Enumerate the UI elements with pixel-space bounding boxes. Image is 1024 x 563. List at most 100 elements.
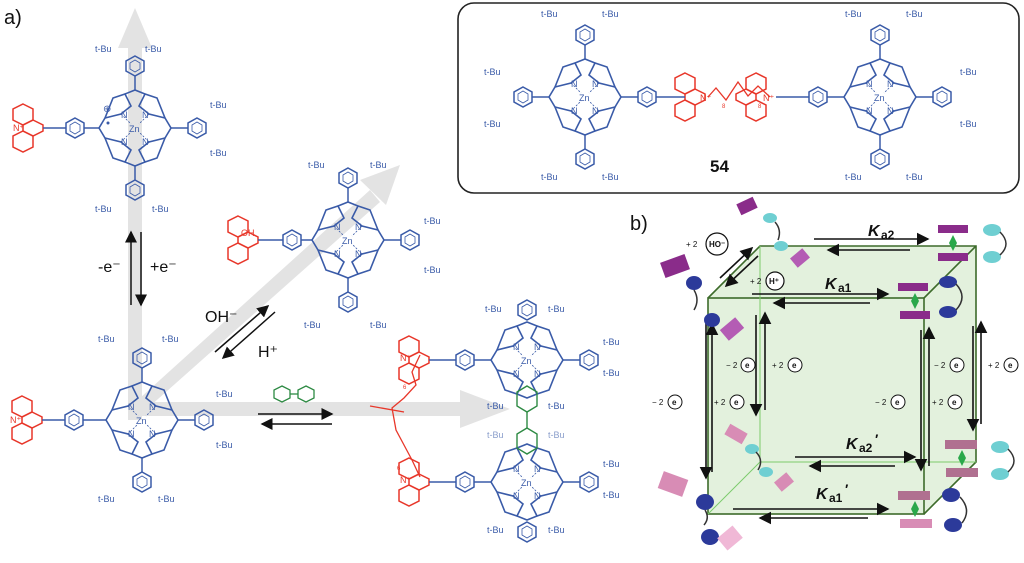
svg-text:a2: a2 [859, 441, 873, 455]
tbu-label: t-Bu [487, 430, 504, 440]
tbu-label: t-Bu [210, 148, 227, 158]
svg-text:e: e [672, 398, 677, 407]
svg-text:a1: a1 [829, 491, 843, 505]
tbu-label: t-Bu [548, 401, 565, 411]
tbu-label: t-Bu [845, 172, 862, 182]
svg-text:′: ′ [845, 481, 849, 497]
svg-text:a2: a2 [881, 228, 895, 242]
svg-text:e: e [792, 361, 797, 370]
molecule-radical-cation: ⊕ [12, 55, 207, 201]
chain-index: 6 [397, 466, 401, 472]
hydroxide-reagent: + 2 HO⁻ [686, 232, 729, 256]
svg-text:+ 2: + 2 [714, 398, 726, 407]
tbu-label: t-Bu [845, 9, 862, 19]
chain-index: 6 [403, 385, 407, 391]
chain-index: 8 [758, 104, 762, 110]
ka2-label: K a2 [868, 223, 895, 242]
tbu-label: t-Bu [95, 204, 112, 214]
plus-electron-label: +e⁻ [150, 259, 177, 276]
assembly-bottom-right-upper [945, 440, 1015, 480]
molecule-dimer-complex [369, 299, 599, 543]
tbu-label: t-Bu [95, 44, 112, 54]
tbu-label: t-Bu [158, 494, 175, 504]
cube-arrows [699, 232, 988, 525]
assembly-bottom-middle [724, 423, 794, 492]
tbu-label: t-Bu [152, 204, 169, 214]
svg-text:a1: a1 [838, 281, 852, 295]
compound-number: 54 [710, 157, 729, 176]
tbu-label: t-Bu [602, 9, 619, 19]
svg-text:e: e [734, 398, 739, 407]
svg-text:+ 2: + 2 [772, 361, 784, 370]
guide-arrows [118, 8, 510, 428]
svg-text:K: K [825, 276, 838, 293]
tbu-label: t-Bu [548, 525, 565, 535]
tbu-label: t-Bu [484, 67, 501, 77]
assembly-top-middle [736, 196, 810, 268]
svg-text:K: K [846, 436, 859, 453]
tbu-label: t-Bu [210, 100, 227, 110]
ka1-prime-label: K a1 ′ [816, 481, 849, 505]
assembly-bottom-left [657, 471, 743, 551]
tbu-label: t-Bu [603, 337, 620, 347]
electron-reagents: − 2 e + 2 e − 2 e + 2 e − 2 e + 2 e − 2 … [652, 357, 1019, 410]
hydroxyl-label: OH [241, 228, 255, 238]
tbu-label: t-Bu [485, 304, 502, 314]
tbu-label: t-Bu [548, 430, 565, 440]
compound-inset-box [457, 2, 1020, 194]
acridinium-n-label: N⁺ [400, 475, 411, 485]
svg-text:e: e [954, 361, 959, 370]
proton-arrow [221, 311, 276, 359]
tbu-label: t-Bu [603, 490, 620, 500]
chain-index: 8 [722, 104, 726, 110]
svg-text:H⁺: H⁺ [769, 277, 779, 286]
tbu-label: t-Bu [487, 401, 504, 411]
svg-text:+ 2: + 2 [686, 240, 698, 249]
compound-54-structure [513, 24, 952, 170]
tbu-label: t-Bu [145, 44, 162, 54]
tbu-label: t-Bu [98, 494, 115, 504]
tbu-label: t-Bu [484, 119, 501, 129]
bipyridine-reagent [273, 385, 315, 403]
tbu-label: t-Bu [960, 67, 977, 77]
tbu-label: t-Bu [424, 265, 441, 275]
tbu-label: t-Bu [162, 334, 179, 344]
tbu-label: t-Bu [541, 172, 558, 182]
svg-text:′: ′ [875, 431, 879, 447]
assembly-top-left [660, 254, 745, 341]
svg-text:e: e [952, 398, 957, 407]
assembly-top-right-upper [938, 224, 1007, 263]
tbu-label: t-Bu [308, 160, 325, 170]
svg-text:+ 2: + 2 [988, 361, 1000, 370]
svg-text:e: e [895, 398, 900, 407]
svg-text:HO⁻: HO⁻ [709, 240, 725, 249]
acridinium-n-label: N⁺ [400, 353, 411, 363]
tbu-label: t-Bu [603, 368, 620, 378]
svg-text:e: e [1008, 361, 1013, 370]
svg-text:K: K [816, 486, 829, 503]
tbu-label: t-Bu [487, 525, 504, 535]
panel-a-label: a) [4, 7, 22, 29]
tbu-label: t-Bu [370, 160, 387, 170]
molecule-hydroxy-adduct [227, 167, 420, 313]
tbu-label: t-Bu [548, 304, 565, 314]
svg-text:− 2: − 2 [726, 361, 738, 370]
tbu-label: t-Bu [216, 389, 233, 399]
svg-text:⊕: ⊕ [103, 104, 111, 115]
ka1-label: K a1 [825, 276, 852, 295]
svg-text:e: e [745, 361, 750, 370]
proton-reagent: + 2 H⁺ [750, 271, 785, 291]
svg-text:− 2: − 2 [875, 398, 887, 407]
hydroxide-arrow [214, 305, 270, 353]
svg-text:+ 2: + 2 [750, 277, 762, 286]
minus-electron-label: -e⁻ [98, 259, 121, 276]
tbu-label: t-Bu [304, 320, 321, 330]
hydroxide-label: OH⁻ [205, 309, 237, 326]
assembly-bottom-right-lower [898, 488, 968, 532]
svg-text:K: K [868, 223, 881, 240]
tbu-label: t-Bu [906, 172, 923, 182]
tbu-label: t-Bu [541, 9, 558, 19]
tbu-label: t-Bu [216, 440, 233, 450]
acridinium-n-label: N⁺ [10, 415, 21, 425]
